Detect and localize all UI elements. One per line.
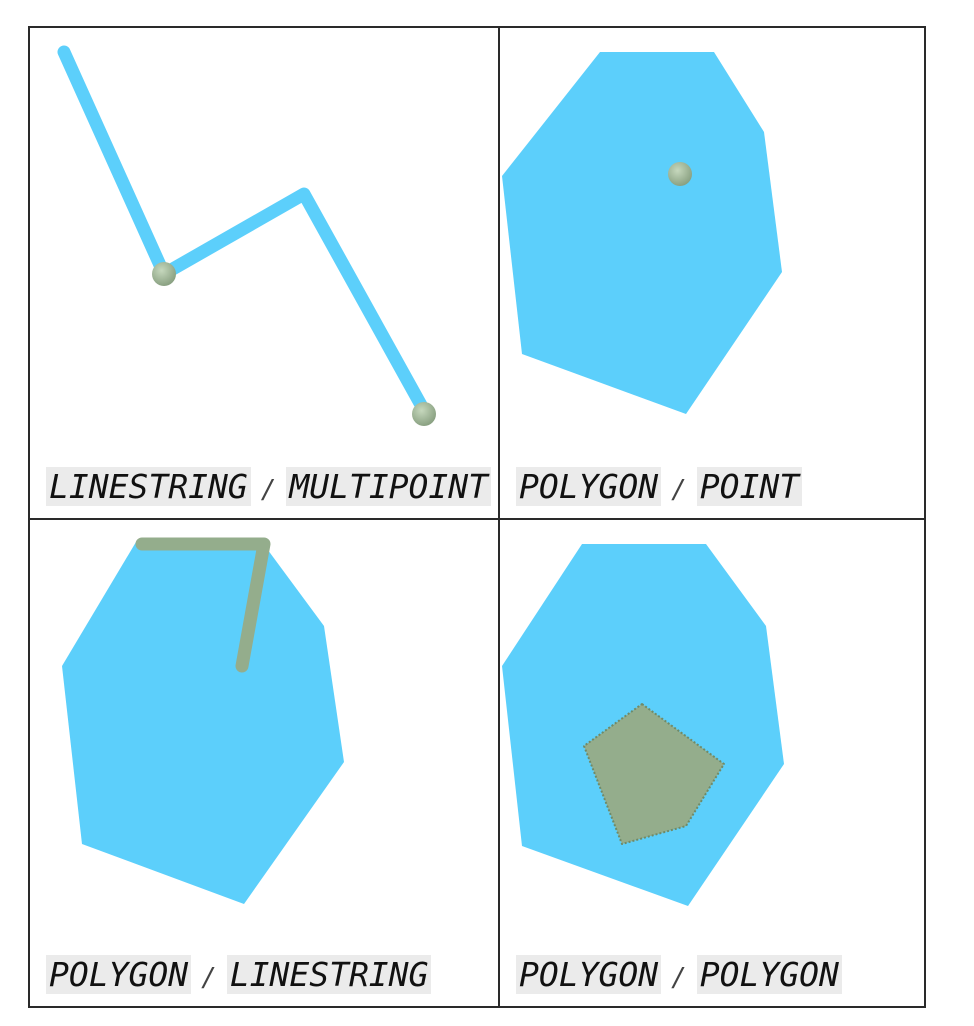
panel-1-separator: / bbox=[260, 475, 277, 505]
point-shape bbox=[668, 162, 692, 186]
panel-2-separator: / bbox=[671, 475, 687, 505]
polygon-shape bbox=[502, 52, 782, 414]
panel-3-geometry-b: LINESTRING bbox=[226, 955, 432, 994]
inner-polygon-shape bbox=[583, 703, 725, 845]
panel-3-separator: / bbox=[201, 963, 217, 993]
panel-3-canvas bbox=[62, 537, 344, 904]
panel-2-caption: POLYGON / POINT bbox=[516, 467, 803, 510]
panel-linestring-multipoint: LINESTRING / MULTIPOINT bbox=[30, 28, 498, 518]
panel-4-geometry-a: POLYGON bbox=[516, 955, 662, 994]
panel-3-geometry-a: POLYGON bbox=[46, 955, 192, 994]
panel-4-caption: POLYGON / POLYGON bbox=[516, 955, 842, 998]
panel-polygon-point: POLYGON / POINT bbox=[498, 28, 924, 518]
linestring-shape bbox=[135, 537, 271, 673]
panel-1-canvas bbox=[57, 45, 436, 426]
panel-1-caption: LINESTRING / MULTIPOINT bbox=[46, 467, 492, 510]
panel-4-geometry-b: POLYGON bbox=[696, 955, 842, 994]
panel-2-geometry-a: POLYGON bbox=[516, 467, 662, 506]
multipoint-point-2 bbox=[412, 402, 436, 426]
polygon-shape bbox=[62, 542, 344, 904]
panel-2-canvas bbox=[502, 52, 782, 414]
panel-1-geometry-a: LINESTRING bbox=[46, 467, 251, 506]
panel-4-separator: / bbox=[671, 963, 687, 993]
panel-polygon-polygon: POLYGON / POLYGON bbox=[498, 518, 924, 1006]
panel-polygon-linestring: POLYGON / LINESTRING bbox=[30, 518, 498, 1006]
geometry-comparison-grid: LINESTRING / MULTIPOINT POLYGON / POINT POLY… bbox=[28, 26, 926, 1008]
panel-4-canvas bbox=[502, 544, 784, 906]
linestring-shape bbox=[57, 45, 433, 421]
multipoint-point-1 bbox=[152, 262, 176, 286]
panel-1-geometry-b: MULTIPOINT bbox=[286, 467, 492, 506]
panel-2-geometry-b: POINT bbox=[696, 467, 803, 506]
panel-3-caption: POLYGON / LINESTRING bbox=[46, 955, 432, 998]
